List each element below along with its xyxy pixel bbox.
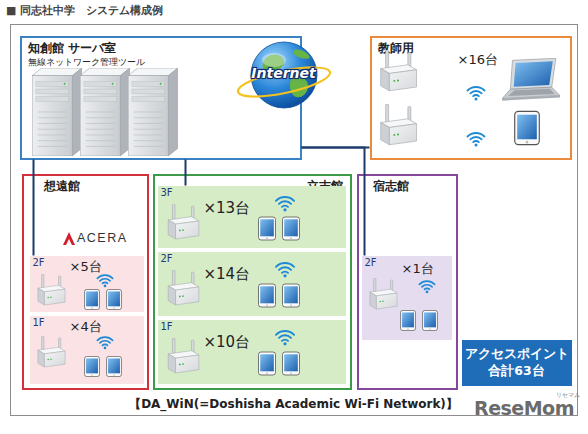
access-point-icon [168, 270, 199, 305]
access-point-icon [168, 204, 199, 239]
access-point-icon [38, 274, 65, 305]
building-box: 宿志館 2F ×1台 [357, 174, 458, 390]
watermark-kana: リセマム [556, 392, 580, 399]
globe-highlight [262, 53, 286, 67]
building-box: 想遠館 2F ×5台 1F ×4台 [22, 174, 149, 390]
access-point-icon [370, 278, 397, 309]
wifi-symbol [97, 337, 112, 349]
tablet-icon [85, 289, 100, 309]
floor-band: 1F ×10台 [158, 320, 346, 384]
wifi-symbol [468, 133, 485, 147]
network-cable [185, 160, 187, 186]
watermark: ReseMom [474, 397, 574, 420]
access-point-icon [381, 50, 417, 91]
access-point-icon [38, 336, 65, 367]
tablet-icon [107, 356, 122, 376]
floor-label: 3F [161, 187, 173, 199]
access-point-icon [381, 104, 417, 145]
tablet-icon [423, 310, 438, 330]
tablet-icon [259, 352, 276, 375]
floor-band: 2F ×1台 [362, 256, 452, 340]
wifi-symbol [276, 197, 294, 211]
tablet-icon [401, 310, 416, 330]
tablet-icon [85, 356, 100, 376]
floor-label: 1F [33, 317, 45, 329]
floor-label: 2F [161, 253, 173, 265]
tablet-icon [283, 217, 300, 240]
acera-logo-mark [63, 232, 75, 245]
network-cable [302, 148, 365, 256]
tablet-icon [259, 284, 276, 307]
server-tower [80, 68, 130, 156]
server-tower [128, 68, 178, 156]
ap-count: ×4台 [70, 319, 102, 335]
floor-band: 3F ×13台 [158, 186, 346, 248]
ap-count: ×10台 [204, 333, 251, 351]
ap-count: ×5台 [70, 259, 102, 275]
globe-ring [235, 61, 332, 102]
network-cable [302, 147, 370, 149]
building-name: 想遠館 [44, 179, 80, 193]
wifi-symbol [97, 275, 112, 287]
room-subtitle: 無線ネットワーク管理ツール [28, 57, 145, 68]
group-title: 教師用 [378, 41, 414, 55]
ap-count: ×14台 [204, 265, 251, 283]
tablet-icon [283, 352, 300, 375]
network-frame: 【DA_WiN(=Doshisha Academic Wi-Fi Network… [10, 24, 578, 416]
network-cable [33, 160, 35, 256]
floor-band: 2F ×5台 [30, 256, 144, 312]
total-box: アクセスポイント 合計63台 [462, 340, 572, 386]
floor-label: 2F [365, 257, 377, 269]
ap-count: ×16台 [458, 52, 498, 68]
room-title: 知創館 サーバ室 [28, 41, 116, 55]
floor-band: 2F ×14台 [158, 252, 346, 316]
ap-count: ×13台 [204, 199, 251, 217]
wifi-symbol [419, 281, 434, 293]
tablet-icon [515, 111, 540, 144]
internet-globe: Internet [236, 38, 332, 112]
brand-logo-text: ACERA [77, 231, 128, 246]
floor-band: 1F ×4台 [30, 316, 144, 384]
globe-continent [294, 49, 310, 58]
wifi-symbol [468, 87, 485, 101]
laptop-icon [502, 58, 560, 100]
teacher-box: 教師用 ×16台 [370, 36, 572, 160]
diagram-title: ■ 同志社中学 システム構成例 [6, 4, 163, 17]
tablet-icon [283, 284, 300, 307]
floor-label: 1F [161, 321, 173, 333]
building-name: 宿志館 [373, 179, 409, 193]
tablet-icon [107, 289, 122, 309]
server-tower [32, 68, 82, 156]
tablet-icon [259, 217, 276, 240]
total-count: アクセスポイント 合計63台 [462, 345, 572, 379]
building-box: 立志館3F×13台2F×14台1F×10台 [153, 174, 352, 390]
ap-count: ×1台 [402, 261, 434, 277]
wifi-symbol [276, 263, 294, 277]
globe-label: Internet [236, 65, 332, 82]
access-point-icon [168, 338, 199, 373]
wifi-symbol [276, 331, 294, 345]
floor-label: 2F [33, 257, 45, 269]
